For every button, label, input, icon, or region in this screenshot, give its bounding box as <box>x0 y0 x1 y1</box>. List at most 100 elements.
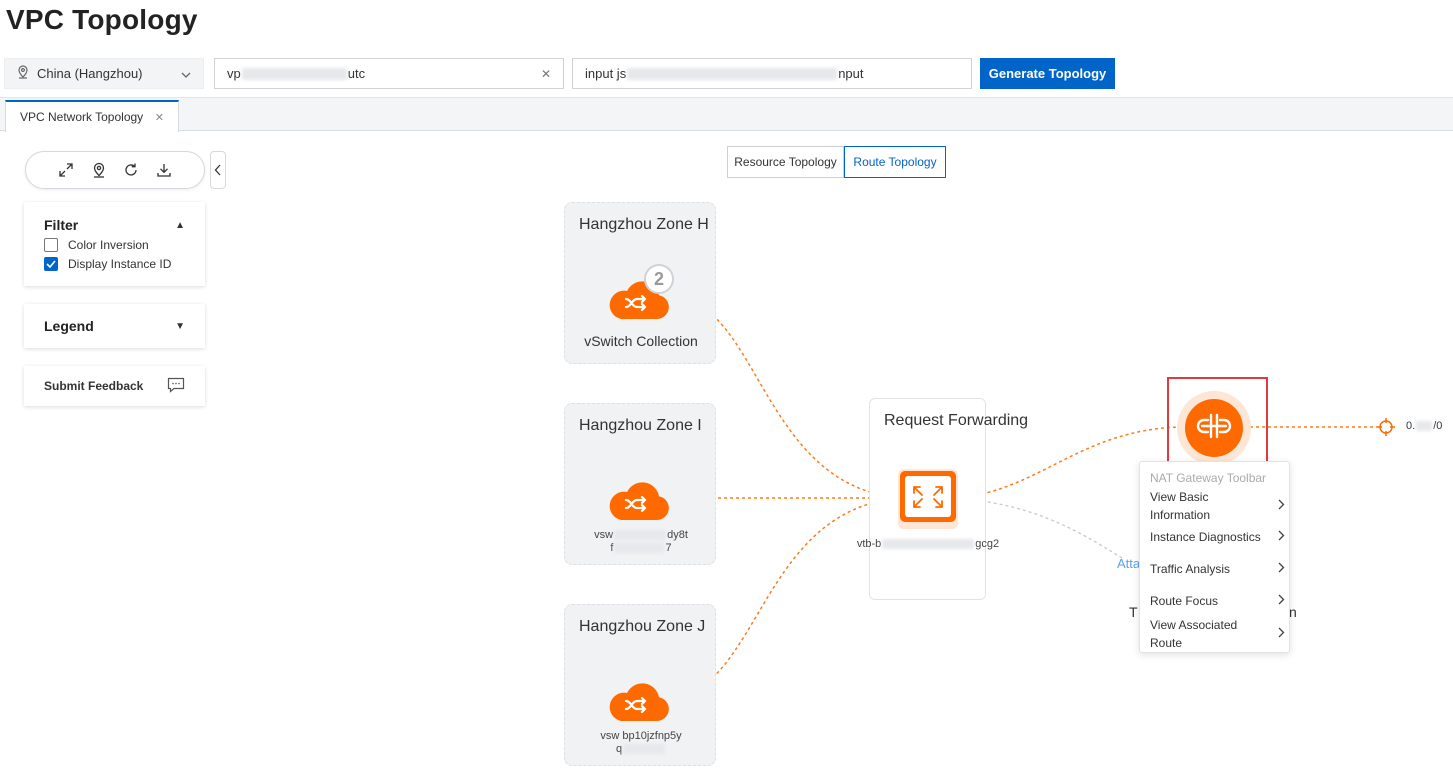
vswitch-cloud-icon[interactable] <box>607 677 673 725</box>
menu-item-route-focus[interactable]: Route Focus <box>1150 592 1285 610</box>
feedback-icon <box>167 377 185 396</box>
redacted-text <box>1416 421 1433 432</box>
vswitch-id: vsw bp10jzfnp5y q <box>565 730 717 756</box>
color-inversion-label: Color Inversion <box>68 238 149 252</box>
destination-cidr-suffix: /0 <box>1433 420 1443 432</box>
destination-cidr: 0./0 <box>1406 420 1442 432</box>
vswitch-id-suffix: 7 <box>665 542 672 554</box>
color-inversion-checkbox[interactable] <box>44 238 58 252</box>
chevron-right-icon <box>1278 528 1285 546</box>
menu-item-view-associated-route[interactable]: View Associated Route <box>1150 616 1285 652</box>
submit-feedback-button[interactable]: Submit Feedback <box>24 366 205 406</box>
close-icon[interactable]: ✕ <box>154 111 164 124</box>
route-table-icon[interactable] <box>898 469 958 529</box>
submit-feedback-label: Submit Feedback <box>44 379 144 393</box>
vswitch-cloud-icon[interactable] <box>607 476 673 524</box>
legend-panel[interactable]: Legend ▼ <box>24 304 205 348</box>
nat-gateway-icon[interactable] <box>1176 390 1252 466</box>
vswitch-id-suffix: dy8t <box>667 529 688 541</box>
selection-highlight <box>1167 377 1268 465</box>
menu-item-label: View Basic Information <box>1150 490 1211 522</box>
tab-vpc-network-topology[interactable]: VPC Network Topology ✕ <box>5 100 179 132</box>
collapse-sidebar-button[interactable] <box>210 151 226 189</box>
zone-card[interactable]: Hangzhou Zone I vsw dy8t f 7 <box>564 403 716 565</box>
region-select[interactable]: China (Hangzhou) <box>4 58 204 89</box>
vswitch-id: vsw dy8t f 7 <box>565 529 717 555</box>
zone-card[interactable]: Hangzhou Zone H 2 vSwitch Collection <box>564 202 716 364</box>
chevron-down-icon <box>181 66 191 81</box>
filter-header[interactable]: Filter ▲ <box>44 217 185 233</box>
instance-id-input[interactable]: input js nput <box>572 58 972 89</box>
legend-header[interactable]: Legend ▼ <box>44 318 185 334</box>
menu-item-label: View Associated Route <box>1150 618 1238 650</box>
canvas-toolbar <box>25 151 205 189</box>
redacted-text <box>623 744 666 755</box>
route-table-id: vtb-b gcg2 <box>848 538 1008 550</box>
menu-item-label: Instance Diagnostics <box>1150 530 1261 544</box>
instance-id-prefix: input js <box>585 66 627 81</box>
redacted-text <box>614 543 665 554</box>
route-table-card[interactable]: Request Forwarding vtb-b gcg2 <box>857 398 1028 600</box>
vpc-id-suffix: utc <box>347 66 366 81</box>
display-instance-id-label: Display Instance ID <box>68 257 172 271</box>
caret-up-icon: ▲ <box>175 219 185 231</box>
vswitch-id-prefix: q <box>615 743 623 755</box>
check-icon <box>46 260 56 268</box>
vswitch-id-suffix: bp10jzfnp5y <box>622 730 682 742</box>
zone-title: Hangzhou Zone I <box>579 417 702 434</box>
display-instance-id-checkbox[interactable] <box>44 257 58 271</box>
redacted-text <box>627 67 838 80</box>
crosshair-icon[interactable] <box>1377 418 1395 436</box>
resource-topology-toggle[interactable]: Resource Topology <box>727 146 844 178</box>
chevron-right-icon <box>1278 497 1285 515</box>
legend-title: Legend <box>44 318 94 334</box>
expand-icon[interactable] <box>55 159 77 181</box>
chevron-left-icon <box>214 164 221 176</box>
caret-down-icon: ▼ <box>175 320 185 332</box>
route-table-id-prefix: vtb-b <box>856 538 882 550</box>
zone-card[interactable]: Hangzhou Zone J vsw bp10jzfnp5y q <box>564 604 716 766</box>
route-table-id-suffix: gcg2 <box>975 538 1000 550</box>
location-pin-icon <box>17 65 29 82</box>
clear-icon[interactable]: ✕ <box>540 66 551 81</box>
hidden-label-start: T <box>1129 604 1138 620</box>
locate-icon[interactable] <box>88 159 110 181</box>
menu-item-traffic-analysis[interactable]: Traffic Analysis <box>1150 560 1285 578</box>
redacted-text <box>241 67 347 80</box>
redacted-text <box>614 530 667 541</box>
hidden-label-end: n <box>1289 604 1297 620</box>
refresh-icon[interactable] <box>120 159 142 181</box>
route-table-title: Request Forwarding <box>884 412 1029 429</box>
filter-title: Filter <box>44 217 79 233</box>
vswitch-id-prefix: vsw <box>600 730 620 742</box>
page-title: VPC Topology <box>6 4 198 35</box>
vpc-id-prefix: vp <box>227 66 241 81</box>
chevron-right-icon <box>1278 592 1285 610</box>
zone-title: Hangzhou Zone J <box>579 618 706 635</box>
menu-title: NAT Gateway Toolbar <box>1150 471 1267 485</box>
vswitch-collection-label: vSwitch Collection <box>584 333 698 349</box>
instance-id-suffix: nput <box>838 66 864 81</box>
vswitch-id-prefix: vsw <box>594 529 614 541</box>
download-icon[interactable] <box>153 159 175 181</box>
chevron-right-icon <box>1278 560 1285 578</box>
count-badge-icon <box>644 264 674 294</box>
tab-bar <box>0 97 1453 131</box>
nat-gateway-toolbar-menu: NAT Gateway Toolbar View Basic Informati… <box>1139 461 1290 653</box>
zone-title: Hangzhou Zone H <box>579 216 709 233</box>
link-nat <box>957 426 1181 499</box>
generate-topology-button[interactable]: Generate Topology <box>980 58 1115 89</box>
menu-item-label: Traffic Analysis <box>1150 562 1231 576</box>
menu-item-view-basic-information[interactable]: View Basic Information <box>1150 488 1285 524</box>
vswitch-id-prefix: f <box>610 542 614 554</box>
chevron-right-icon <box>1278 625 1285 643</box>
display-instance-id-option[interactable]: Display Instance ID <box>44 257 185 271</box>
count-badge: 2 <box>653 269 664 289</box>
menu-item-instance-diagnostics[interactable]: Instance Diagnostics <box>1150 528 1285 546</box>
attach-label: Atta <box>1117 556 1141 571</box>
vpc-id-input[interactable]: vp utc ✕ <box>214 58 564 89</box>
route-topology-toggle[interactable]: Route Topology <box>844 146 946 178</box>
tab-label: VPC Network Topology <box>20 110 144 124</box>
menu-item-label: Route Focus <box>1150 594 1219 608</box>
color-inversion-option[interactable]: Color Inversion <box>44 238 185 252</box>
